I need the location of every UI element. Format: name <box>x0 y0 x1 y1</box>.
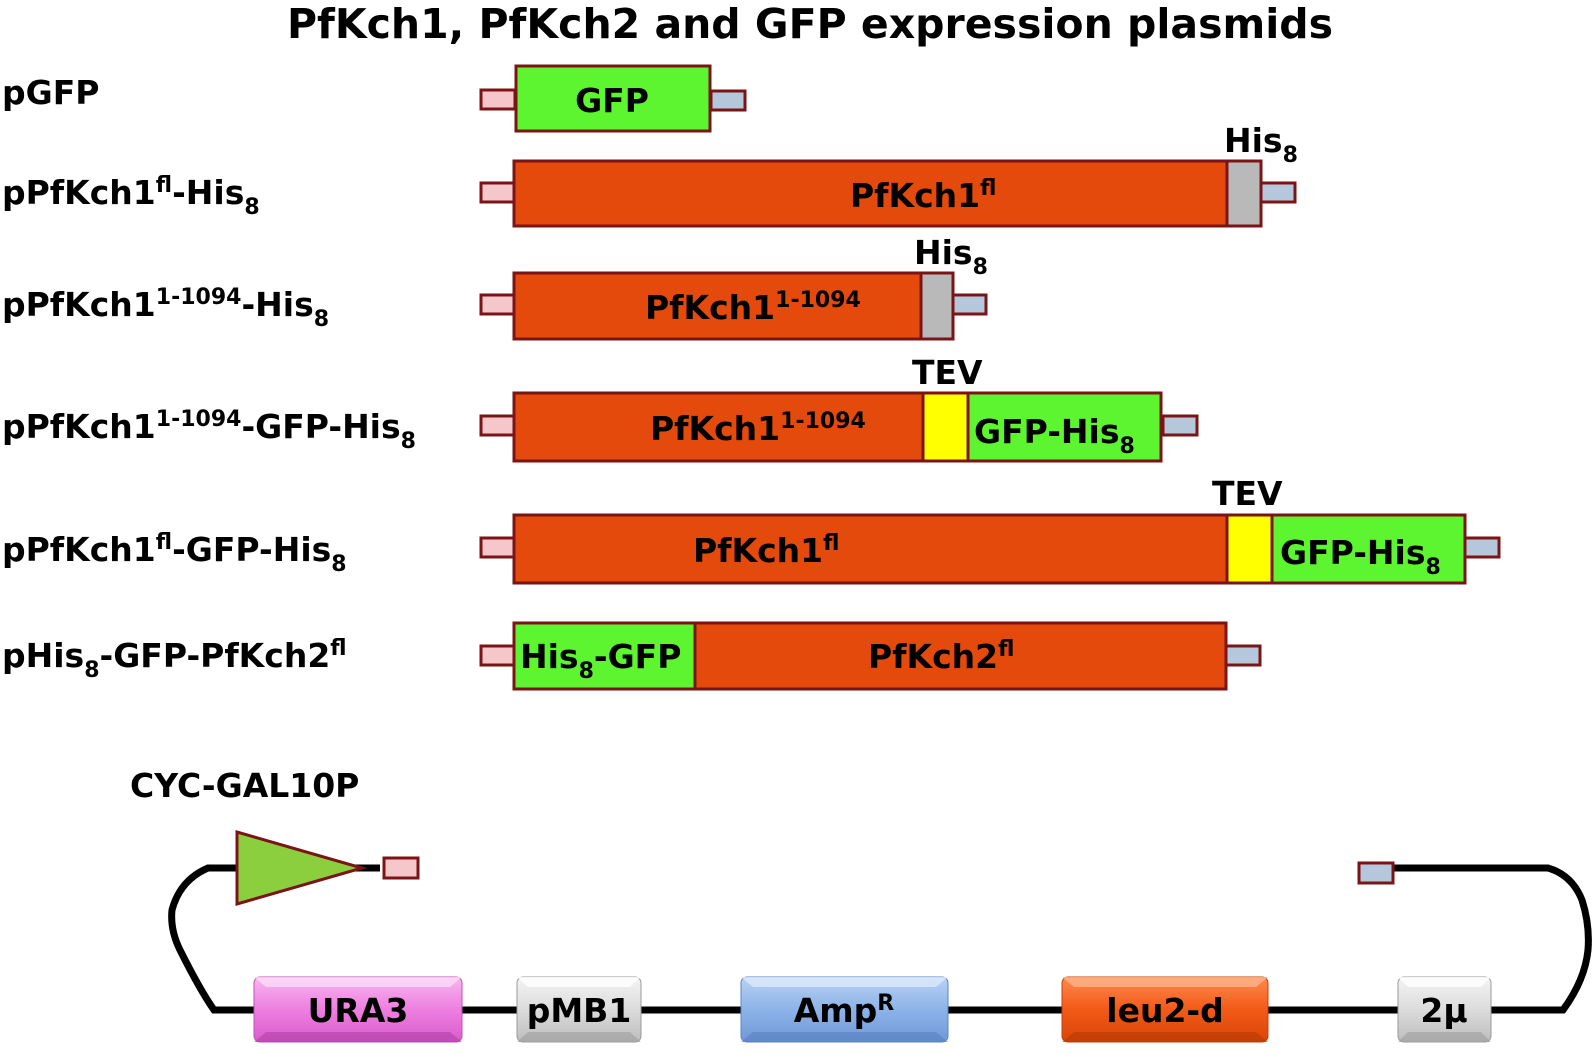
gfp-segment <box>514 64 712 133</box>
right-flank <box>1463 536 1501 559</box>
his8-tag <box>919 271 955 341</box>
tev-site <box>1225 513 1274 585</box>
figure-title: PfKch1, PfKch2 and GFP expression plasmi… <box>287 0 1333 48</box>
element-label: AmpR <box>794 991 895 1030</box>
construct-label: pHis8-GFP-PfKch2fl <box>2 636 347 683</box>
vector-right-flank <box>1357 861 1395 885</box>
gfp-his8-label: GFP-His8 <box>974 412 1135 459</box>
element-label: 2μ <box>1420 991 1467 1030</box>
tev-label: TEV <box>1212 474 1283 513</box>
pfkch1-fl-label: PfKch1fl <box>693 531 839 570</box>
tev-site <box>921 391 970 463</box>
his8-label: His8 <box>1224 121 1298 168</box>
vector-left-flank <box>382 856 420 880</box>
gfp-label: GFP <box>575 81 649 120</box>
construct-row-pgfp: pGFP GFP <box>2 64 747 133</box>
pfkch1-1094-label: PfKch11-1094 <box>645 288 861 327</box>
left-flank <box>479 536 517 559</box>
left-flank <box>479 293 517 316</box>
left-flank <box>479 181 517 204</box>
right-flank <box>1161 414 1199 437</box>
pfkch1-1094-label: PfKch11-1094 <box>650 409 866 448</box>
element-label: leu2-d <box>1106 991 1223 1030</box>
pfkch1-segment <box>512 159 1229 228</box>
right-flank <box>950 293 988 316</box>
right-flank <box>709 89 747 112</box>
pfkch2-fl-label: PfKch2fl <box>868 637 1014 676</box>
his8-tag <box>1225 159 1263 228</box>
construct-label: pPfKch11-1094-GFP-His8 <box>2 407 416 454</box>
construct-row-pfkch1fl-his8: pPfKch1fl-His8 PfKch1fl His8 <box>2 121 1298 228</box>
construct-label: pGFP <box>2 73 99 112</box>
element-label: URA3 <box>308 991 409 1030</box>
vector-backbone: CYC-GAL10P URA3 pMB1 AmpR <box>130 766 1592 1043</box>
construct-row-pfkch1-1094-gfp-his8: pPfKch11-1094-GFP-His8 PfKch11-1094 TEV … <box>2 353 1199 463</box>
gfp-his8-label: GFP-His8 <box>1280 533 1441 580</box>
promoter-arrow-icon <box>235 830 368 906</box>
his8-gfp-label: His8-GFP <box>520 637 681 684</box>
element-2micron: 2μ <box>1397 976 1492 1043</box>
promoter-label: CYC-GAL10P <box>130 766 359 805</box>
left-flank <box>479 88 517 111</box>
element-pmb1: pMB1 <box>516 976 642 1043</box>
element-ampr: AmpR <box>740 976 949 1043</box>
pfkch1-fl-segment <box>512 513 1229 585</box>
tev-label: TEV <box>912 353 983 392</box>
construct-label: pPfKch1fl-His8 <box>2 173 260 220</box>
right-flank <box>1224 644 1262 667</box>
left-flank <box>479 644 517 667</box>
pfkch1-fl-label: PfKch1fl <box>850 176 996 215</box>
construct-row-pfkch1fl-gfp-his8: pPfKch1fl-GFP-His8 PfKch1fl TEV GFP-His8 <box>2 474 1501 585</box>
left-flank <box>479 414 517 437</box>
pfkch1-1094-segment <box>512 391 925 463</box>
construct-label: pPfKch1fl-GFP-His8 <box>2 530 347 577</box>
gfp-his8-segment <box>966 391 1163 463</box>
gfp-his8-segment <box>1270 513 1467 585</box>
construct-label: pPfKch11-1094-His8 <box>2 285 329 332</box>
construct-row-pfkch1-1094-his8: pPfKch11-1094-His8 PfKch11-1094 His8 <box>2 233 988 341</box>
element-label: pMB1 <box>527 991 632 1030</box>
construct-row-his8-gfp-pfkch2fl: pHis8-GFP-PfKch2fl His8-GFP PfKch2fl <box>2 621 1262 691</box>
element-leu2d: leu2-d <box>1061 976 1269 1043</box>
right-flank <box>1259 181 1297 204</box>
pfkch2-fl-segment <box>693 621 1228 691</box>
his8-label: His8 <box>914 233 988 280</box>
pfkch1-1094-segment <box>512 271 923 341</box>
element-ura3: URA3 <box>253 976 463 1043</box>
